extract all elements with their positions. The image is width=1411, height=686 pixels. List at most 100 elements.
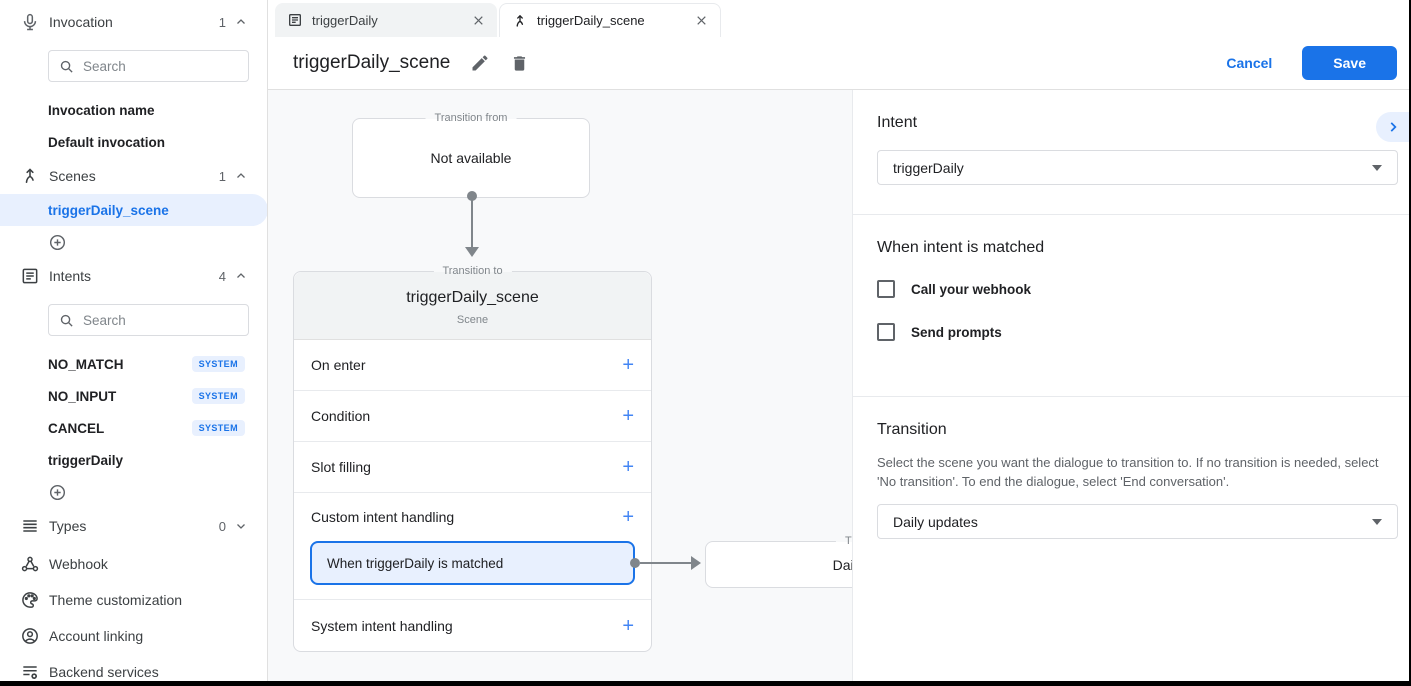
window-edge-right (1409, 0, 1411, 686)
item-label: Webhook (49, 556, 108, 572)
chevron-up-icon[interactable] (235, 170, 247, 182)
microphone-icon (20, 12, 40, 32)
add-plus-icon[interactable]: + (622, 405, 634, 427)
sidebar-item-webhook[interactable]: Webhook (0, 546, 267, 582)
save-button[interactable]: Save (1302, 46, 1397, 80)
section-label: Intents (49, 268, 92, 284)
custom-intent-handling-header[interactable]: Custom intent handling + (294, 493, 651, 541)
delete-trash-icon[interactable] (510, 54, 529, 73)
caret-down-icon (1372, 164, 1382, 171)
row-condition[interactable]: Condition + (294, 391, 651, 442)
tab-label: triggerDaily_scene (537, 13, 645, 28)
target-node-content: Daily updates (832, 556, 852, 573)
section-count: 0 (218, 518, 226, 534)
sidebar-item-invocation-name[interactable]: Invocation name (0, 94, 267, 126)
invocation-search[interactable] (48, 50, 249, 82)
row-custom-intent-handling: Custom intent handling + When triggerDai… (294, 493, 651, 600)
sidebar-item-backend-services[interactable]: Backend services (0, 654, 267, 681)
row-system-intent-handling[interactable]: System intent handling + (294, 600, 651, 651)
system-badge: SYSTEM (191, 420, 245, 436)
add-intent-button[interactable] (0, 476, 267, 508)
add-plus-icon[interactable]: + (622, 354, 634, 376)
section-count: 1 (218, 14, 226, 30)
node-legend: Transition to (835, 535, 852, 548)
item-label: NO_INPUT (48, 388, 117, 404)
tab-triggerdaily-scene[interactable]: triggerDaily_scene (499, 3, 721, 37)
add-plus-icon[interactable]: + (622, 614, 634, 637)
sidebar-item-default-invocation[interactable]: Default invocation (0, 126, 267, 158)
sidebar-item-no-input[interactable]: NO_INPUT SYSTEM (0, 380, 267, 412)
intent-heading: Intent (877, 114, 918, 131)
sidebar-section-invocation[interactable]: Invocation 1 (0, 6, 267, 38)
sidebar-item-triggerdaily-scene[interactable]: triggerDaily_scene (0, 194, 267, 226)
sidebar-item-cancel[interactable]: CANCEL SYSTEM (0, 412, 267, 444)
item-label: Theme customization (49, 592, 183, 608)
chevron-up-icon[interactable] (235, 16, 247, 28)
collapse-panel-button[interactable] (1376, 112, 1409, 142)
services-gear-icon (20, 662, 40, 681)
send-prompts-checkbox[interactable] (877, 323, 895, 341)
sidebar-section-types[interactable]: Types 0 (0, 510, 267, 542)
sidebar-item-theme-customization[interactable]: Theme customization (0, 582, 267, 618)
caret-down-icon (1372, 518, 1382, 525)
system-badge: SYSTEM (191, 388, 245, 404)
edit-pencil-icon[interactable] (470, 53, 490, 73)
transition-select[interactable]: Daily updates (877, 504, 1398, 539)
section-label: Scenes (49, 168, 96, 184)
row-label: Custom intent handling (311, 509, 455, 525)
transition-target-node[interactable]: Transition to Daily updates (705, 535, 852, 588)
scene-canvas[interactable]: Transition from Not available Transition… (268, 90, 852, 681)
add-scene-button[interactable] (0, 226, 267, 258)
add-plus-icon[interactable]: + (622, 456, 634, 478)
sidebar-section-intents[interactable]: Intents 4 (0, 260, 267, 292)
plus-circle-icon (49, 234, 66, 250)
close-icon[interactable] (472, 14, 485, 27)
scene-node-card[interactable]: Transition to triggerDaily_scene Scene O… (293, 265, 652, 652)
connector-line (471, 196, 473, 248)
sidebar-item-triggerdaily[interactable]: triggerDaily (0, 444, 267, 476)
scene-card-header: triggerDaily_scene Scene (294, 272, 651, 340)
sidebar-item-account-linking[interactable]: Account linking (0, 618, 267, 654)
section-count: 4 (218, 268, 226, 284)
scene-card-title: triggerDaily_scene (406, 289, 539, 306)
close-icon[interactable] (695, 14, 708, 27)
matched-intent-item[interactable]: When triggerDaily is matched (310, 541, 640, 585)
sidebar-section-scenes[interactable]: Scenes 1 (0, 160, 267, 192)
add-plus-icon[interactable]: + (622, 506, 634, 528)
transition-section: Transition Select the scene you want the… (853, 397, 1411, 539)
invocation-search-input[interactable] (83, 58, 238, 74)
page-header: triggerDaily_scene Cancel Save (268, 37, 1411, 90)
transition-select-value: Daily updates (893, 513, 978, 530)
intent-select[interactable]: triggerDaily (877, 150, 1398, 185)
when-intent-matched-heading: When intent is matched (877, 239, 1045, 256)
sidebar-item-no-match[interactable]: NO_MATCH SYSTEM (0, 348, 267, 380)
item-label: Invocation name (48, 102, 155, 118)
scene-branch-icon (516, 14, 524, 27)
intents-search[interactable] (48, 304, 249, 336)
intents-search-input[interactable] (83, 312, 238, 328)
panel-divider (853, 396, 1411, 397)
intent-section: Intent triggerDaily (853, 90, 1411, 185)
search-icon (60, 314, 73, 327)
row-on-enter[interactable]: On enter + (294, 340, 651, 391)
row-slot-filling[interactable]: Slot filling + (294, 442, 651, 493)
checkbox-label: Call your webhook (911, 281, 1032, 297)
item-label: CANCEL (48, 420, 105, 436)
section-count: 1 (218, 168, 226, 184)
call-webhook-option: Call your webhook (877, 280, 1398, 298)
tab-triggerdaily[interactable]: triggerDaily (275, 3, 497, 37)
intent-select-value: triggerDaily (893, 159, 964, 176)
webhook-icon (20, 554, 40, 574)
chevron-up-icon[interactable] (235, 270, 247, 282)
call-webhook-checkbox[interactable] (877, 280, 895, 298)
cancel-button[interactable]: Cancel (1226, 55, 1273, 71)
tab-bar: triggerDaily triggerDaily_scene (268, 0, 1411, 37)
row-label: On enter (311, 357, 366, 373)
chevron-down-icon[interactable] (235, 520, 247, 532)
system-badge: SYSTEM (191, 356, 245, 372)
connector-arrowhead-down (465, 247, 479, 257)
search-icon (60, 60, 73, 73)
intent-detail-panel: Intent triggerDaily When intent is match… (852, 90, 1411, 681)
sidebar: Invocation 1 Invocation name Default inv… (0, 0, 268, 681)
